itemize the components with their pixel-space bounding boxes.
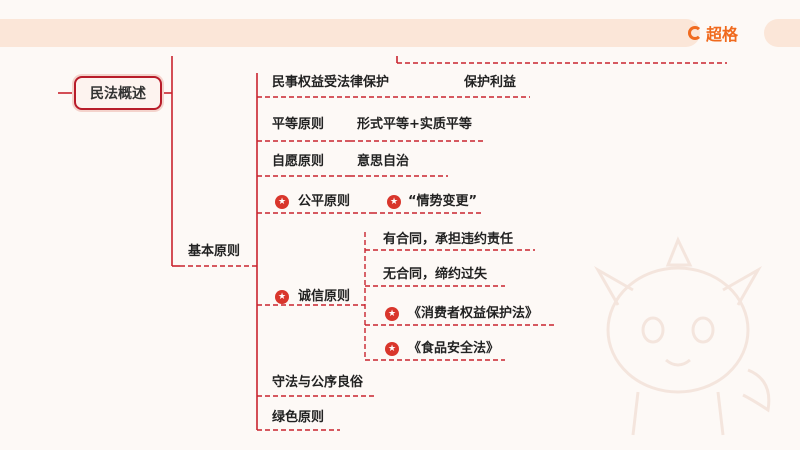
node-equality-detail[interactable]: 形式平等+实质平等 <box>357 117 472 132</box>
node-voluntary[interactable]: 自愿原则 <box>272 154 325 169</box>
node-protect-interest[interactable]: 保护利益 <box>464 75 517 90</box>
brand-logo: 超格 <box>688 22 738 44</box>
star-icon: ★ <box>385 342 399 356</box>
node-public-order[interactable]: 守法与公序良俗 <box>272 375 364 390</box>
mascot-watermark <box>593 236 771 436</box>
star-icon: ★ <box>275 290 289 304</box>
top-banner <box>0 19 700 47</box>
root-node[interactable]: 民法概述 <box>74 76 162 110</box>
node-gf-consumer-law[interactable]: 《消费者权益保护法》 <box>408 306 539 321</box>
node-civil-rights[interactable]: 民事权益受法律保护 <box>272 75 390 90</box>
node-gf-no-contract[interactable]: 无合同，缔约过失 <box>383 267 488 282</box>
node-green[interactable]: 绿色原则 <box>272 410 325 425</box>
star-icon: ★ <box>387 195 401 209</box>
node-gf-food-law[interactable]: 《食品安全法》 <box>408 341 500 356</box>
node-gf-contract[interactable]: 有合同，承担违约责任 <box>383 232 514 247</box>
top-banner-right <box>764 19 800 47</box>
brand-icon <box>688 26 702 40</box>
brand-name: 超格 <box>706 25 739 44</box>
root-label: 民法概述 <box>90 86 146 102</box>
star-icon: ★ <box>385 307 399 321</box>
node-fairness[interactable]: 公平原则 <box>298 194 351 209</box>
node-fairness-detail[interactable]: “情势变更” <box>408 194 478 209</box>
star-icon: ★ <box>275 195 289 209</box>
node-equality[interactable]: 平等原则 <box>272 117 325 132</box>
node-basic-principles[interactable]: 基本原则 <box>188 244 241 259</box>
node-good-faith[interactable]: 诚信原则 <box>298 289 351 304</box>
node-voluntary-detail[interactable]: 意思自治 <box>357 154 410 169</box>
